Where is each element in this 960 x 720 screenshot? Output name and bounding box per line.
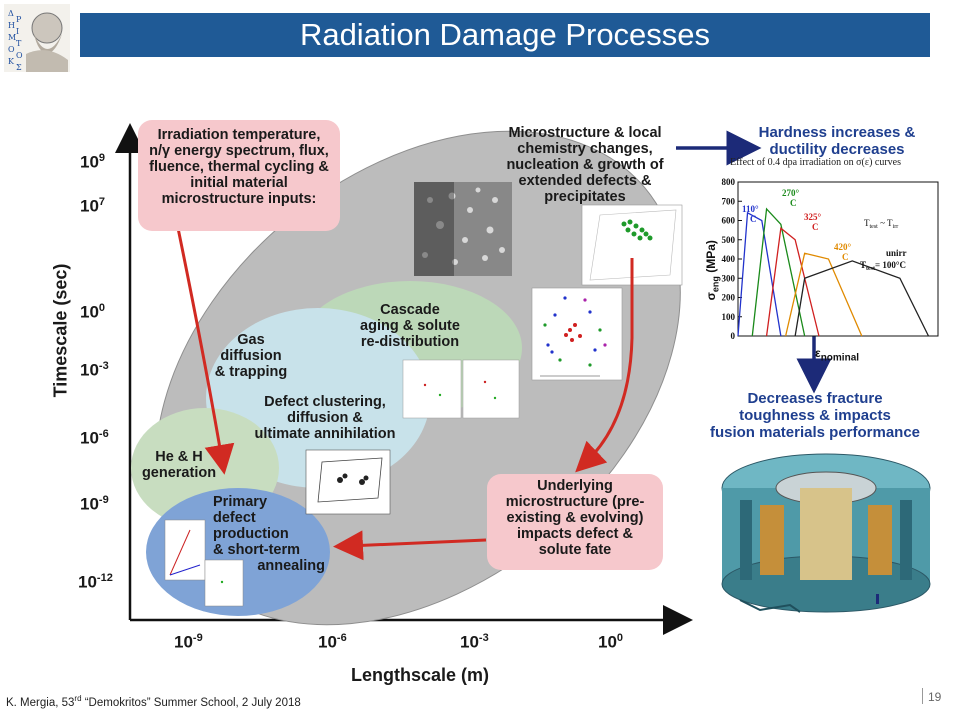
unirr-temp-label: Ttest= 100°C	[860, 260, 906, 272]
curve-temp-unit: C	[842, 252, 849, 262]
chart-plot-area	[737, 181, 939, 337]
curve-temp-unit: C	[812, 222, 819, 232]
curve-temp-label: 270°	[782, 188, 800, 198]
page-number: 19	[928, 690, 942, 704]
temp-note: Ttest ~ Tirr	[864, 218, 898, 230]
stress-axis-label: σeng (MPa)	[703, 240, 721, 301]
svg-text:Η: Η	[8, 21, 15, 30]
curve-temp-unit: C	[790, 198, 797, 208]
y-tick: 109	[80, 152, 106, 172]
slide-title: Radiation Damage Processes	[299, 17, 711, 52]
y-tick-label: 800	[722, 177, 736, 187]
svg-text:Σ: Σ	[16, 63, 22, 72]
stress-strain-caption: Effect of 0.4 dpa irradiation on σ(ε) cu…	[730, 157, 902, 168]
microstructure-to-underlying-arrow	[575, 258, 634, 473]
primary-defect-label: Primary defect production & short-term a…	[213, 494, 325, 574]
x-tick: 10-3	[460, 632, 489, 652]
primary-defect-snapshots	[164, 519, 244, 607]
curve-temp-label: 420°	[834, 242, 852, 252]
title-bar	[80, 13, 930, 57]
y-tick: 10-9	[80, 494, 109, 514]
atom-distribution-plot	[531, 287, 623, 381]
tokamak-cutaway-image	[721, 453, 931, 613]
footer-citation: K. Mergia, 53rd “Demokritos” Summer Scho…	[6, 694, 301, 709]
hardness-increases-label: Hardness increases &ductility decreases	[758, 124, 916, 158]
microstructure-changes-label: Microstructure & local chemistry changes…	[506, 125, 664, 205]
tem-micrograph	[414, 182, 512, 276]
svg-text:Κ: Κ	[8, 57, 15, 66]
y-tick: 100	[80, 302, 106, 322]
stress-curve-420C	[784, 252, 863, 337]
y-tick-label: 700	[722, 196, 736, 206]
y-tick-label: 500	[722, 235, 736, 245]
unirr-label: unirr	[886, 248, 907, 258]
curve-temp-label: 110°	[742, 204, 759, 214]
demokritos-logo: Δ Η Μ Ο Κ Ρ Ι Τ Ο Σ	[4, 4, 70, 72]
svg-text:Ρ: Ρ	[16, 15, 22, 24]
irradiation-inputs-box: Irradiation temperature, n/γ energy spec…	[138, 120, 340, 231]
x-tick: 10-6	[318, 632, 347, 652]
curve-temp-label: 325°	[804, 212, 822, 222]
stress-curve-110C	[737, 211, 782, 337]
x-axis-label: Lengthscale (m)	[350, 665, 490, 685]
stress-curve-325C	[765, 226, 820, 337]
y-tick-label: 600	[722, 216, 736, 226]
svg-text:Ι: Ι	[16, 27, 19, 36]
svg-text:Ο: Ο	[8, 45, 15, 54]
y-tick-label: 100	[722, 312, 736, 322]
underlying-microstructure-box: Underlying microstructure (pre- existing…	[487, 474, 663, 570]
svg-text:Μ: Μ	[8, 33, 16, 42]
defect-clustering-label: Defect clustering,diffusion &ultimate an…	[254, 394, 396, 442]
y-tick-label: 400	[722, 254, 736, 264]
svg-text:Δ: Δ	[8, 9, 14, 18]
stress-curve-unirr	[794, 260, 930, 337]
y-tick: 10-12	[78, 572, 113, 592]
inputs-to-he-arrow	[176, 227, 235, 475]
y-tick: 10-6	[80, 428, 109, 448]
y-tick-label: 200	[722, 293, 736, 303]
stress-curve-270C	[751, 207, 806, 337]
y-tick: 107	[80, 196, 106, 216]
x-tick: 100	[598, 632, 624, 652]
cascade-snapshots	[402, 359, 520, 419]
y-axis-label: Timescale (sec)	[50, 263, 71, 398]
y-tick-label: 0	[731, 331, 736, 341]
svg-text:Τ: Τ	[16, 39, 22, 48]
stress-strain-chart: 0100200300400500600700800110°C270°C325°C…	[722, 177, 939, 341]
strain-axis-label: εnominal	[815, 346, 860, 364]
curve-temp-unit: C	[750, 214, 757, 224]
y-tick: 10-3	[80, 360, 109, 380]
defect-cluster-box	[305, 449, 391, 515]
page-separator	[922, 688, 923, 704]
y-tick-label: 300	[722, 273, 736, 283]
svg-text:Ο: Ο	[16, 51, 23, 60]
underlying-to-primary-arrow	[333, 530, 487, 561]
x-tick: 10-9	[174, 632, 203, 652]
